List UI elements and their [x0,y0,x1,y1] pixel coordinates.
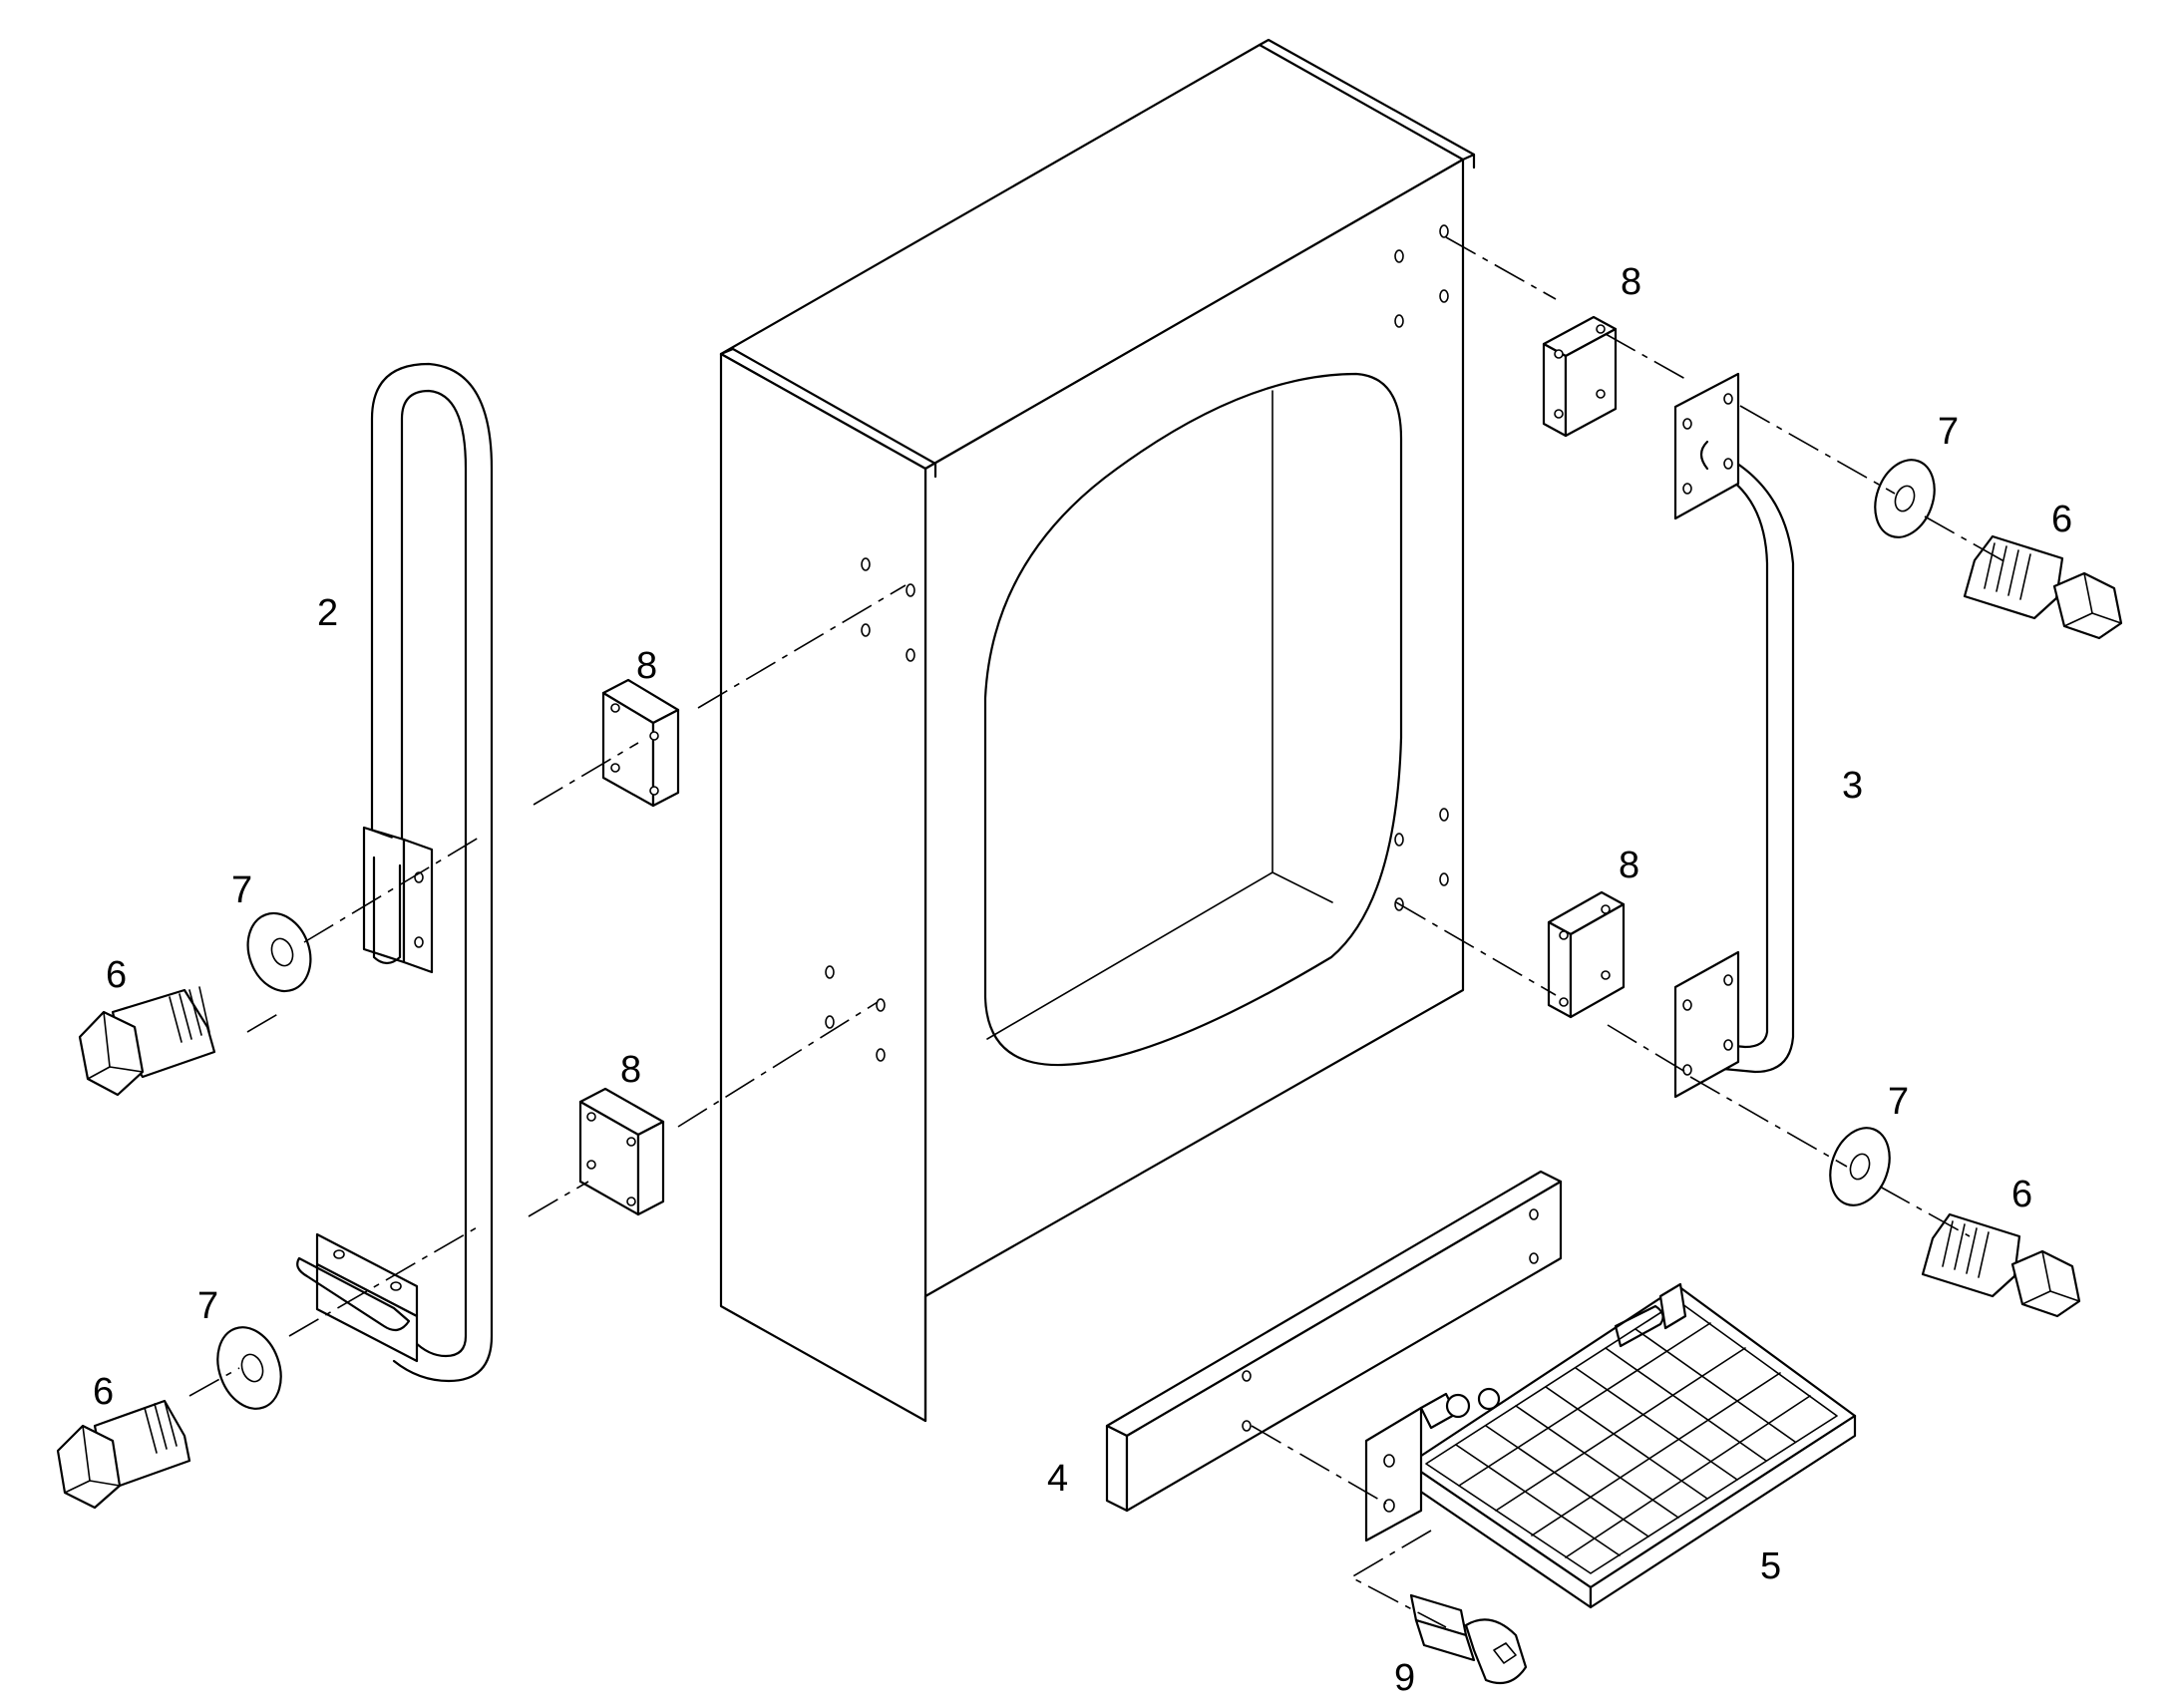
callout-8: 8 [620,1049,641,1091]
spacer-plate-left-upper [601,678,680,808]
washer-right-upper [1874,459,1936,538]
callout-6: 6 [106,954,127,996]
callout-labels: 2 8 7 6 8 7 6 8 7 6 3 8 7 6 4 5 9 [93,261,2072,1699]
washer-left-lower [216,1326,282,1410]
washer-left-upper [246,911,312,993]
callout-8: 8 [1621,261,1641,303]
callout-7: 7 [231,869,252,911]
callout-7: 7 [197,1285,218,1327]
callout-6: 6 [2011,1174,2032,1215]
callout-7: 7 [1938,411,1959,453]
assembly-centerlines [188,236,2010,1628]
enclosure-box [719,38,1476,1423]
callout-2: 2 [317,592,338,634]
hex-bolt-left-upper [78,986,216,1097]
hex-bolt-right-upper [1963,534,2123,640]
hex-bolt-right-lower [1921,1212,2081,1318]
washer-right-lower [1829,1127,1891,1206]
spacer-plate-right-lower [1547,890,1626,1019]
spacer-plate-left-lower [578,1087,665,1216]
socket-screw [1409,1593,1528,1685]
step-grating [1364,1282,1857,1609]
hex-bolt-left-lower [56,1399,191,1510]
callout-4: 4 [1047,1458,1068,1500]
callout-6: 6 [93,1371,114,1413]
support-beam [1105,1170,1563,1513]
callout-9: 9 [1394,1657,1415,1699]
spacer-plate-right-upper [1542,315,1618,438]
callout-5: 5 [1760,1545,1781,1587]
right-handrail [1673,372,1795,1099]
callout-7: 7 [1888,1081,1909,1123]
callout-8: 8 [1619,845,1639,886]
callout-8: 8 [636,645,657,687]
callout-3: 3 [1842,765,1863,807]
left-handrail [296,362,494,1383]
callout-6: 6 [2051,499,2072,540]
